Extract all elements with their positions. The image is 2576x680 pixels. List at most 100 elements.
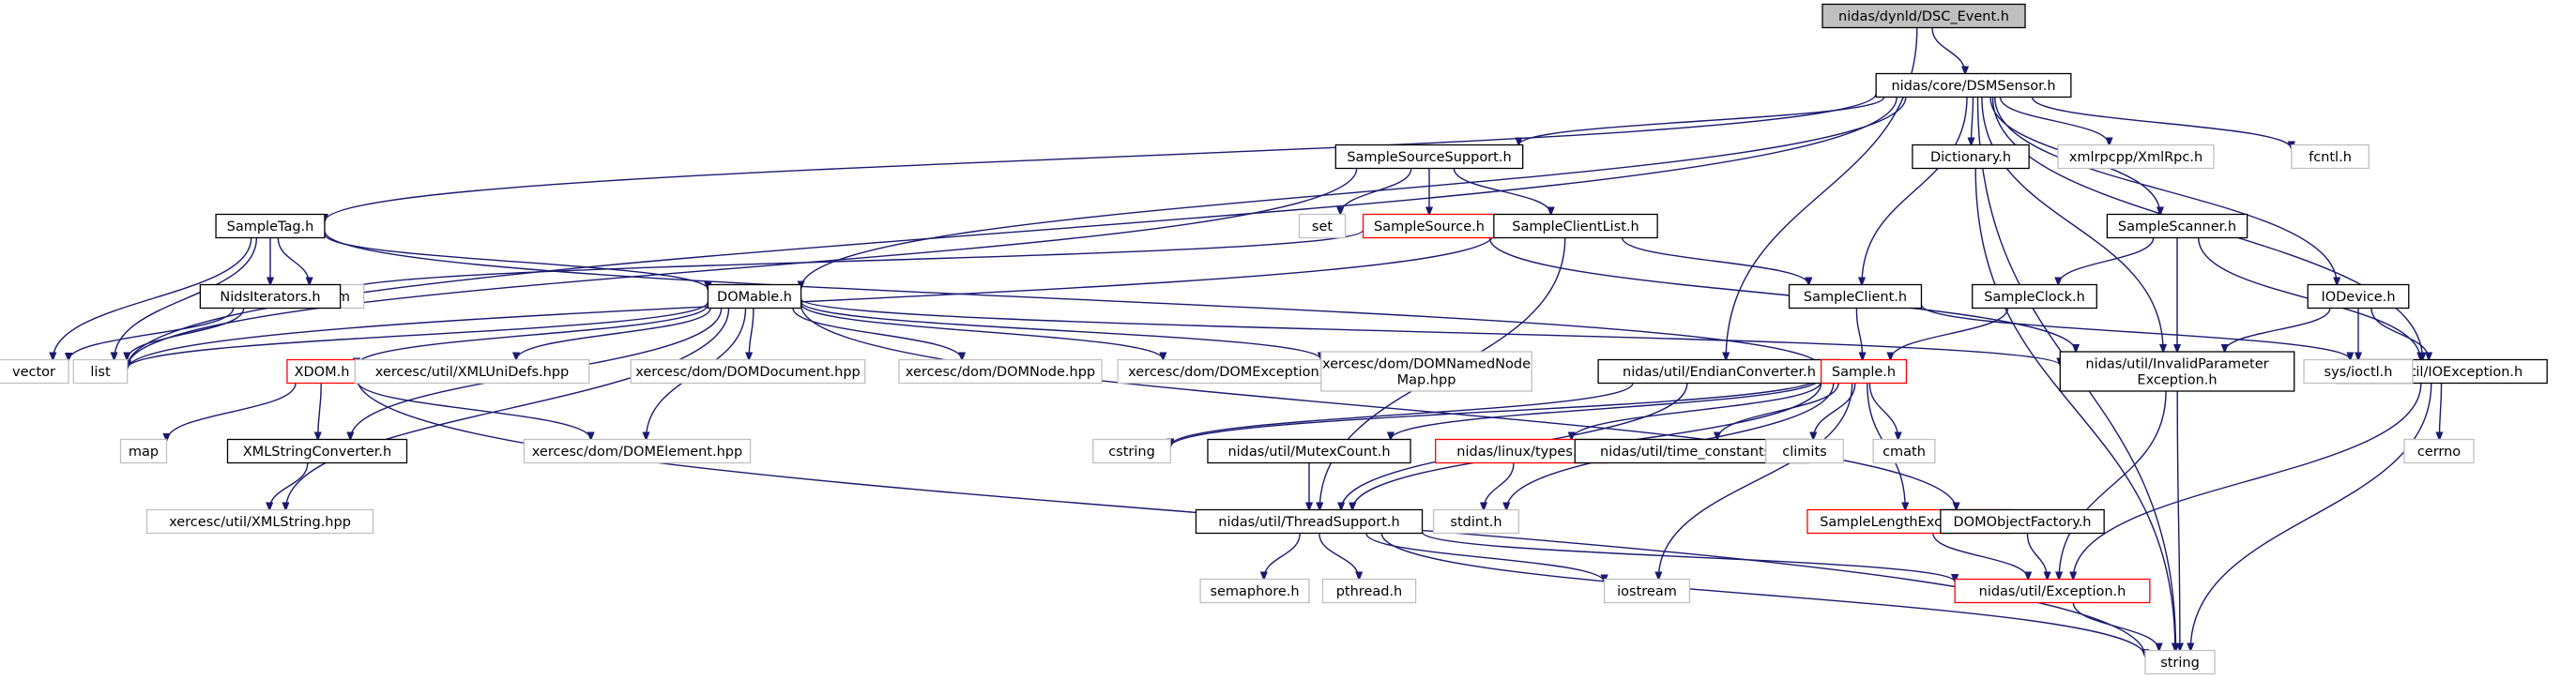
node-xmlstring-box <box>145 508 374 535</box>
edge-xdom-to-xmlstringconverter <box>318 383 322 440</box>
node-domobjectfactory-label: DOMObjectFactory.h <box>1953 515 2091 530</box>
edge-dsmsensor-to-xmlrpc <box>1999 97 2109 145</box>
node-sampleclientlist-label: SampleClientList.h <box>1512 219 1639 234</box>
node-sample[interactable]: Sample.h <box>1820 358 1908 385</box>
edge-domable-to-domdocument <box>749 308 755 360</box>
node-nidsiterators[interactable]: NidsIterators.h <box>199 283 342 310</box>
edge-sampletag-to-algorithm <box>277 237 309 285</box>
node-xmlstringconverter-box <box>226 438 408 464</box>
node-iodevice[interactable]: IODevice.h <box>2307 283 2410 310</box>
node-string-label: string <box>2160 656 2200 671</box>
node-xmlrpc-box <box>2057 144 2215 170</box>
node-endianconverter[interactable]: nidas/util/EndianConverter.h <box>1597 358 1841 385</box>
edge-invalidparameter-to-exception <box>2059 390 2167 580</box>
node-domexception-box <box>1117 358 1361 385</box>
node-dictionary[interactable]: Dictionary.h <box>1912 144 2030 170</box>
node-mutexcount[interactable]: nidas/util/MutexCount.h <box>1207 438 1411 464</box>
node-root-label: nidas/dynld/DSC_Event.h <box>1838 9 2009 24</box>
edge-iodevice-to-invalidparameter <box>2225 308 2331 353</box>
node-threadsupport[interactable]: nidas/util/ThreadSupport.h <box>1195 508 1424 535</box>
node-samplesource-label: SampleSource.h <box>1374 219 1485 234</box>
edge-threadsupport-to-pthread <box>1318 533 1359 580</box>
edge-threadsupport-to-string <box>1380 533 2145 657</box>
node-cerrno-label: cerrno <box>2417 445 2461 460</box>
node-list: list <box>72 358 129 385</box>
node-mutexcount-box <box>1207 438 1411 464</box>
edge-xdom-to-map <box>167 383 297 442</box>
node-set-box <box>1298 213 1347 239</box>
edge-xdom-to-domelement <box>356 380 591 439</box>
node-xmlstringconverter[interactable]: XMLStringConverter.h <box>226 438 408 464</box>
node-samplescanner[interactable]: SampleScanner.h <box>2106 213 2248 239</box>
edge-sample-to-climits <box>1813 383 1856 440</box>
node-dictionary-label: Dictionary.h <box>1930 150 2011 165</box>
node-sampleclientlist[interactable]: SampleClientList.h <box>1493 213 1658 239</box>
edge-xmlstringconverter-to-xmlstring <box>269 462 309 510</box>
edge-sampleclient-to-ioexception <box>1920 304 2350 359</box>
node-domdocument-label: xercesc/dom/DOMDocument.hpp <box>635 365 861 380</box>
node-exception[interactable]: nidas/util/Exception.h <box>1954 578 2151 604</box>
node-cerrno-box <box>2403 438 2475 464</box>
node-invalidparameter-box <box>2059 351 2295 392</box>
edge-endianconverter-to-cstring <box>1170 383 1634 446</box>
edge-domable-to-list <box>128 301 709 369</box>
node-iostream: iostream <box>1603 578 1691 604</box>
node-sysioctl: sys/ioctl.h <box>2303 358 2414 385</box>
node-xmlrpc-label: xmlrpcpp/XmlRpc.h <box>2069 150 2203 165</box>
node-samplesourcesupport-label: SampleSourceSupport.h <box>1347 150 1511 165</box>
node-domobjectfactory-box <box>1940 508 2105 535</box>
node-dsmsensor[interactable]: nidas/core/DSMSensor.h <box>1875 72 2072 98</box>
node-domnode: xercesc/dom/DOMNode.hpp <box>898 358 1103 385</box>
node-vector-label: vector <box>12 365 55 380</box>
node-sampleclientlist-box <box>1493 213 1658 239</box>
node-sysioctl-box <box>2303 358 2414 385</box>
node-domobjectfactory[interactable]: DOMObjectFactory.h <box>1940 508 2105 535</box>
edge-dsmsensor-to-sampleclient <box>1862 97 1968 285</box>
edge-sampleclientlist-to-sampleclient <box>1621 237 1809 285</box>
edge-sample-to-iostream <box>1658 383 1853 580</box>
edge-sample-to-linuxtypes <box>1572 381 1822 440</box>
edge-dsmsensor-to-fcntl <box>2031 97 2292 149</box>
node-vector: vector <box>0 358 69 385</box>
edge-dsmsensor-to-iodevice <box>1994 97 2337 285</box>
node-pthread: pthread.h <box>1321 578 1417 604</box>
edge-dictionary-to-string <box>1974 168 2175 651</box>
edge-samplesourcesupport-to-set <box>1340 168 1412 215</box>
node-domnamednodemap-box <box>1320 351 1532 392</box>
node-domdocument: xercesc/dom/DOMDocument.hpp <box>630 358 866 385</box>
node-sampletag[interactable]: SampleTag.h <box>215 213 326 239</box>
node-threadsupport-box <box>1195 508 1424 535</box>
node-sampleclient[interactable]: SampleClient.h <box>1788 283 1923 310</box>
edge-samplesource-to-nidsiterators <box>341 229 1364 292</box>
edge-nidsiterators-to-list <box>127 308 245 360</box>
node-iostream-label: iostream <box>1617 584 1677 599</box>
node-root[interactable]: nidas/dynld/DSC_Event.h <box>1821 3 2026 29</box>
node-vector-box <box>0 358 69 385</box>
node-string-box <box>2144 649 2216 675</box>
node-cstring-box <box>1092 438 1171 464</box>
node-map-label: map <box>129 445 159 460</box>
node-dsmsensor-box <box>1875 72 2072 98</box>
node-dictionary-box <box>1912 144 2030 170</box>
nodes-layer: nidas/dynld/DSC_Event.h nidas/core/DSMSen… <box>0 3 2548 675</box>
edge-sampleclock-to-sample <box>1890 308 2009 360</box>
node-domable[interactable]: DOMable.h <box>707 283 802 310</box>
node-exception-box <box>1954 578 2151 604</box>
node-stdint-label: stdint.h <box>1450 515 1501 530</box>
edge-domable-to-domexception <box>800 303 1164 360</box>
node-sample-box <box>1820 358 1908 385</box>
edge-sampletag-to-sample <box>324 231 1821 368</box>
node-samplesourcesupport[interactable]: SampleSourceSupport.h <box>1334 144 1524 170</box>
node-invalidparameter-label: nidas/util/InvalidParameter <box>2085 357 2268 372</box>
node-sampleclient-box <box>1788 283 1923 310</box>
edge-domable-to-domnode <box>792 308 962 360</box>
edge-dsmsensor-to-dictionary <box>1971 97 1973 145</box>
node-map: map <box>119 438 168 464</box>
node-xdom[interactable]: XDOM.h <box>286 358 358 385</box>
node-sampleclock[interactable]: SampleClock.h <box>1972 283 2097 310</box>
node-samplesource[interactable]: SampleSource.h <box>1362 213 1497 239</box>
node-domdocument-box <box>630 358 866 385</box>
node-xmlunidefs-label: xercesc/util/XMLUniDefs.hpp <box>375 365 569 380</box>
